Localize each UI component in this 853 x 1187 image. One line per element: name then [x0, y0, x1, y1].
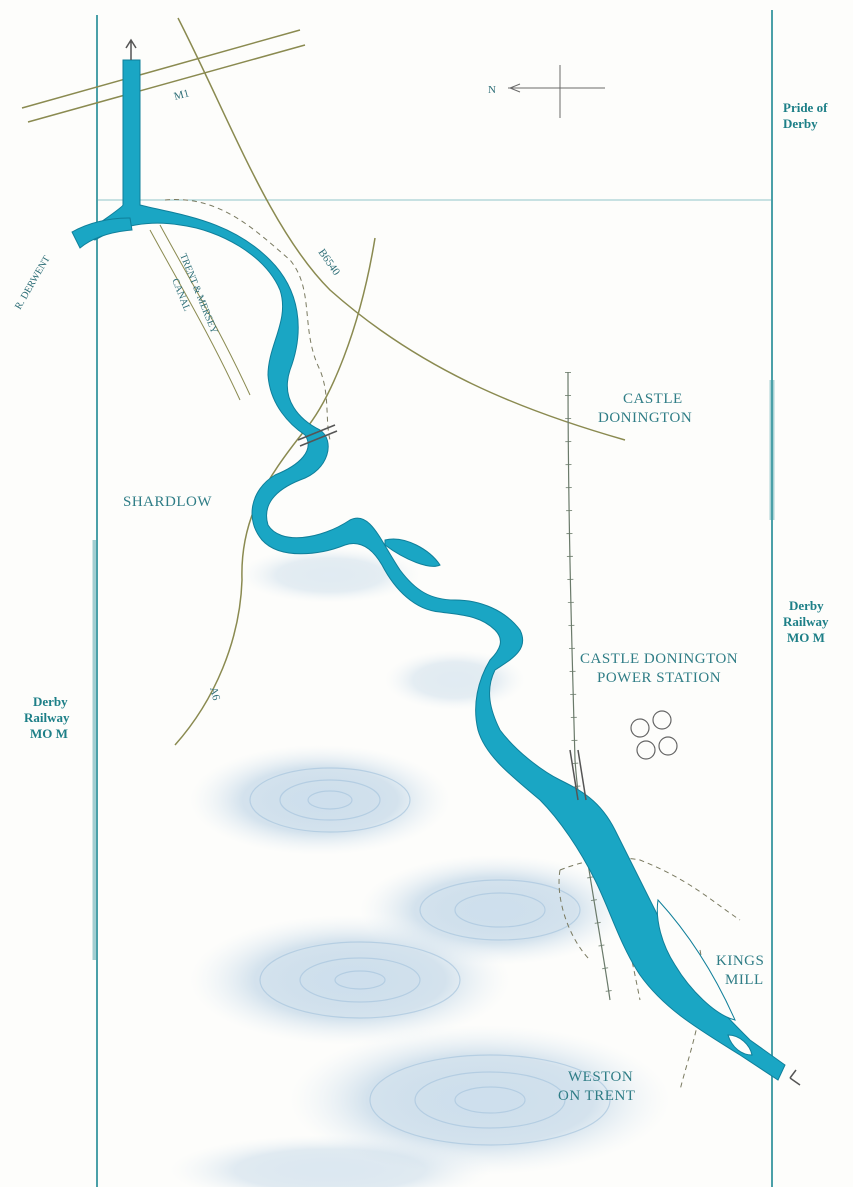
kings-mill-island-2 — [727, 1034, 753, 1056]
railway — [565, 371, 613, 1001]
canal-bank-2 — [149, 229, 241, 401]
label-castle-donington-2: DONINGTON — [598, 410, 692, 426]
note-top-right-2: Derby — [783, 116, 818, 131]
ripple — [190, 915, 510, 1045]
ripple — [190, 745, 450, 855]
label-kings-mill-1: KINGS — [716, 953, 764, 969]
note-mid-right-1: Derby — [789, 598, 824, 613]
water-ripples — [170, 547, 670, 1187]
note-mid-right-3: MO M — [787, 630, 825, 645]
compass-north-label: N — [488, 84, 496, 96]
road-m1 — [21, 29, 301, 109]
river-body — [80, 59, 786, 1081]
road-m1-edge — [27, 44, 306, 123]
note-mid-right-2: Railway — [783, 614, 829, 629]
river-trent — [71, 38, 801, 1086]
label-kings-mill-2: MILL — [725, 972, 764, 988]
label-castle-donington-1: CASTLE — [623, 391, 683, 407]
margin-lines — [92, 10, 775, 1187]
river-derwent — [71, 217, 133, 249]
label-derwent: R. DERWENT — [13, 254, 53, 311]
river-island — [384, 538, 441, 567]
compass: N — [488, 65, 605, 118]
power-station-towers — [630, 710, 678, 760]
bridges — [297, 424, 587, 801]
river-arrow — [125, 38, 137, 60]
label-shardlow: SHARDLOW — [123, 494, 212, 510]
label-power-station-2: POWER STATION — [597, 670, 721, 686]
label-a6: A6 — [207, 686, 222, 703]
label-b6540: B6540 — [316, 247, 343, 278]
note-mid-left-3: MO M — [30, 726, 68, 741]
road-b6540 — [177, 17, 626, 441]
canal-bank — [159, 224, 251, 396]
kings-mill-island — [656, 898, 736, 1021]
ripple — [240, 547, 420, 603]
label-power-station-1: CASTLE DONINGTON — [580, 651, 738, 667]
river-exit-arrow — [789, 1069, 801, 1086]
label-weston-2: ON TRENT — [558, 1088, 635, 1104]
label-weston-1: WESTON — [568, 1069, 633, 1085]
note-top-right-1: Pride of — [783, 100, 828, 115]
note-mid-left-2: Railway — [24, 710, 70, 725]
note-mid-left-1: Derby — [33, 694, 68, 709]
ripple — [170, 1135, 490, 1187]
label-m1: M1 — [173, 87, 191, 103]
